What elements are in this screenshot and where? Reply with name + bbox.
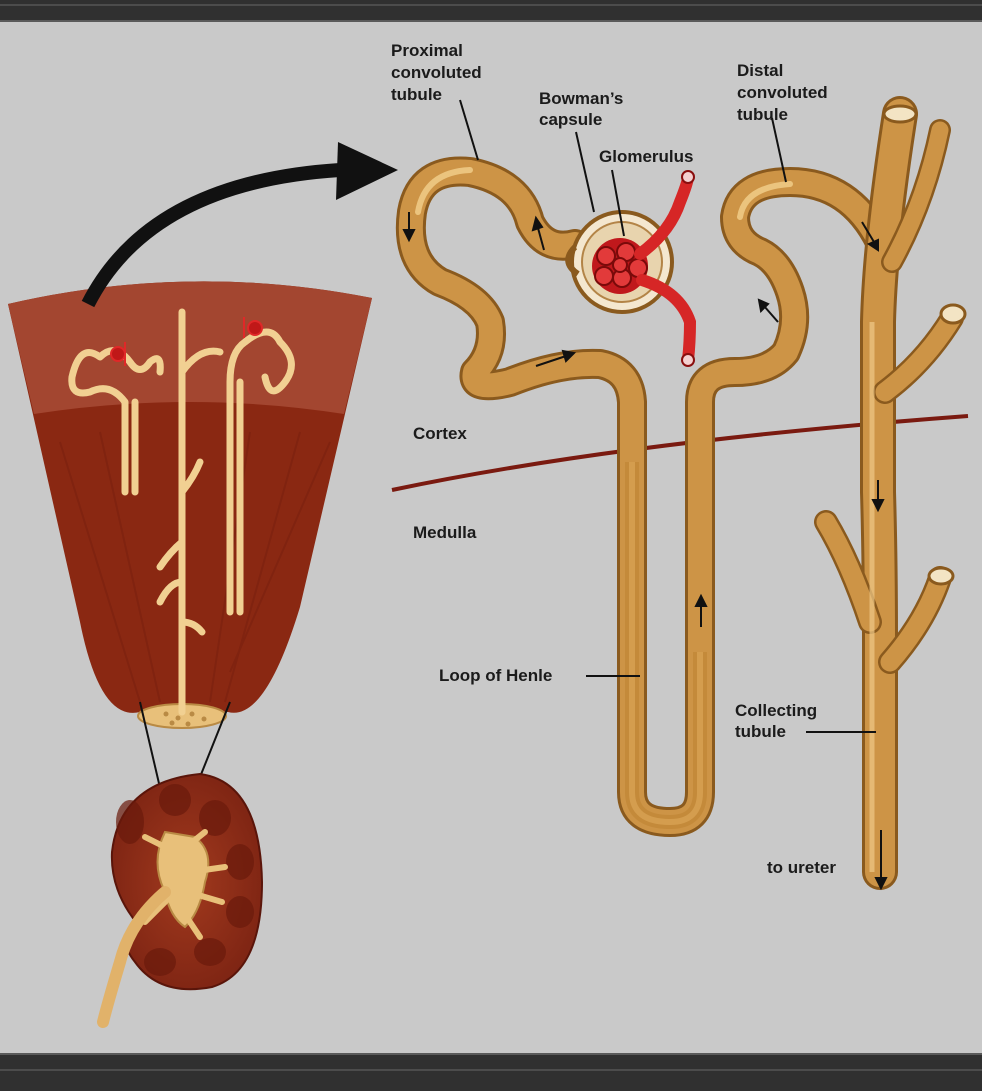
zoom-arrow [81,142,398,308]
label-loop-of-henle: Loop of Henle [439,666,552,685]
label-distal-line1: Distal [737,61,783,80]
cortex-band [8,281,372,414]
top-bar [0,0,982,22]
label-collecting-line1: Collecting [735,701,817,720]
renal-pyramid [8,281,372,729]
label-proximal-line2: convoluted [391,63,482,82]
flow-arrows [402,212,888,891]
label-collecting: Collecting tubule [735,701,817,741]
label-to-ureter: to ureter [767,858,836,877]
kidney-cross-section [97,772,264,1028]
label-bowman-line1: Bowman’s [539,89,623,108]
label-bowman-line2: capsule [539,110,602,129]
label-proximal-line3: tubule [391,85,442,104]
label-cortex: Cortex [413,424,467,443]
nephron [395,156,895,837]
label-medulla: Medulla [413,523,477,542]
glomerulus [592,170,697,367]
label-bowman: Bowman’s capsule [539,89,623,129]
bottom-bar [0,1053,982,1091]
label-collecting-line2: tubule [735,722,786,741]
label-proximal-line1: Proximal [391,41,463,60]
label-proximal: Proximal convoluted tubule [391,41,482,104]
diagram-canvas: Proximal convoluted tubule Bowman’s caps… [0,22,982,1053]
label-distal-line2: convoluted [737,83,828,102]
label-distal: Distal convoluted tubule [737,61,828,124]
label-glomerulus: Glomerulus [599,147,693,166]
nephron-diagram: Proximal convoluted tubule Bowman’s caps… [8,41,969,1028]
label-distal-line3: tubule [737,105,788,124]
leader-lines [459,99,876,733]
collecting-tubule [814,96,967,890]
